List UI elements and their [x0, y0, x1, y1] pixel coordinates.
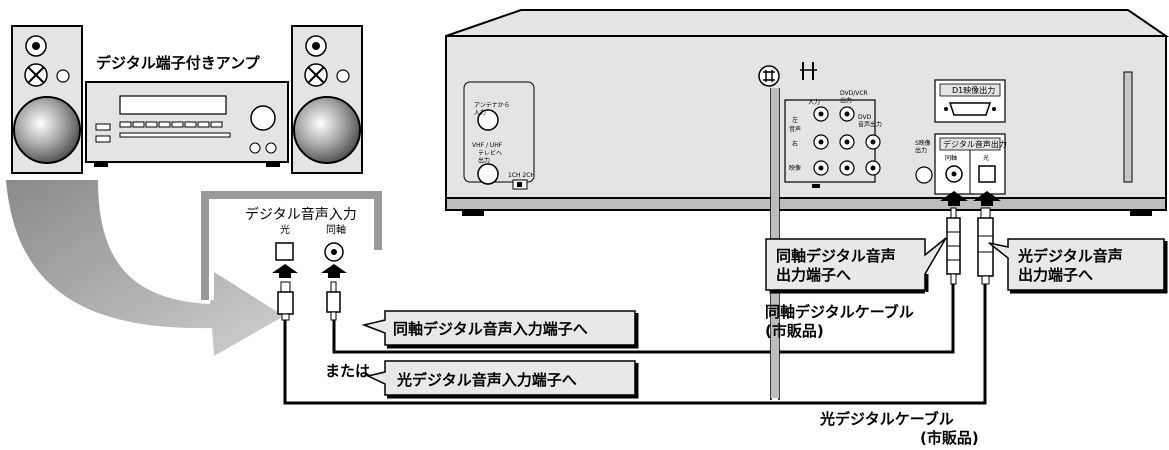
recorder-optical-plug — [977, 207, 994, 285]
left-speaker — [11, 25, 83, 174]
av-jacks — [812, 106, 881, 188]
amplifier — [85, 81, 289, 167]
amp-optical-jack — [275, 242, 294, 261]
s-video-jack — [915, 166, 933, 184]
optical-output-callout: 光デジタル音声出力端子へ — [1017, 247, 1123, 284]
antenna-in-label: アンテナから入力 — [474, 102, 510, 117]
coax-input-callout: 同軸デジタル音声入力端子へ — [393, 320, 588, 338]
s-video-out-label: S映像出力 — [915, 139, 931, 155]
amp-optical-label: 光 — [280, 223, 290, 236]
or-label: または — [325, 362, 370, 380]
recorder-coaxial-plug — [946, 207, 961, 285]
d1-port-icon — [948, 102, 992, 116]
coaxial-cable-label: 同軸デジタルケーブル(市販品) — [765, 303, 914, 340]
recorder-coaxial-jack — [945, 165, 963, 183]
audio-label: 音声 — [789, 125, 801, 133]
recorder-optical-arrow-icon — [973, 191, 1001, 206]
d1-video-out-label: D1映像出力 — [952, 85, 995, 95]
tv-out-jack — [477, 163, 499, 185]
optical-cable-label: 光デジタルケーブル(市販品) — [819, 410, 979, 447]
callout-coax-output — [765, 237, 947, 294]
amplifier-title: デジタル端子付きアンプ — [96, 54, 261, 72]
vhf-uhf-label: VHF / UHF — [472, 142, 503, 149]
amp-optical-plug — [277, 281, 294, 321]
optical-cable — [283, 284, 987, 405]
amp-optical-arrow-icon — [272, 264, 298, 278]
callout-optical-output — [988, 238, 1168, 294]
input-label: 入力 — [808, 98, 820, 106]
callout-optical-input — [365, 360, 639, 399]
amp-digital-input-panel: デジタル音声入力 光 同軸 — [201, 191, 382, 300]
antenna-in-jack — [477, 109, 499, 131]
recorder-coaxial-label: 同軸 — [945, 154, 957, 162]
recorder-optical-label: 光 — [983, 154, 989, 162]
digital-audio-out-label: デジタル音声出力 — [943, 139, 1007, 149]
amp-input-title: デジタル音声入力 — [245, 206, 357, 223]
amp-buttons — [119, 121, 231, 138]
right-speaker — [291, 25, 363, 174]
tv-out-label: テレビへ出力 — [478, 149, 502, 165]
left-label: 左 — [792, 116, 798, 124]
optical-input-callout: 光デジタル音声入力端子へ — [396, 371, 577, 389]
right-label: 右 — [792, 140, 798, 148]
coaxial-cable — [332, 284, 955, 354]
coax-output-callout: 同軸デジタル音声出力端子へ — [776, 247, 896, 284]
recorder-coaxial-arrow-icon — [940, 191, 968, 206]
amp-coaxial-plug — [326, 281, 341, 321]
power-inlet-icon — [758, 65, 780, 87]
amp-coaxial-arrow-icon — [321, 264, 347, 278]
video-label: 映像 — [789, 164, 801, 172]
amp-coaxial-jack — [324, 242, 344, 262]
curved-arrow-icon — [6, 180, 284, 356]
callout-coax-input — [361, 310, 639, 349]
channel-switch-label: 1CH 2CH — [508, 172, 535, 179]
amp-coaxial-label: 同軸 — [326, 223, 346, 236]
recorder-optical-jack — [978, 165, 996, 183]
